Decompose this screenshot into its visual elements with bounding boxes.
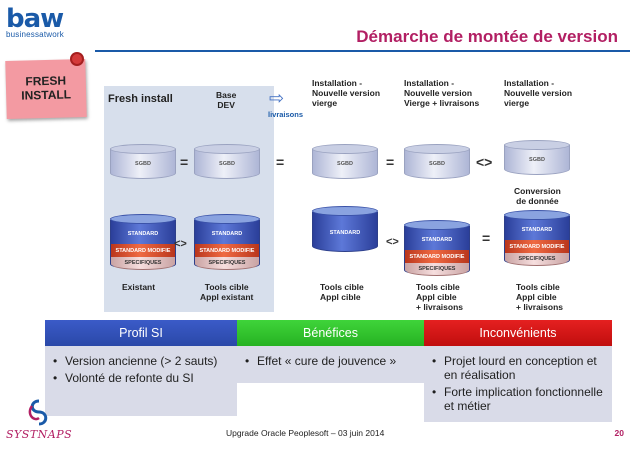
inconvenients-header: Inconvénients [424,320,612,346]
benefices-header: Bénéfices [237,320,424,346]
company-name: SYSTNAPS [6,428,73,441]
converted-db-stack: STANDARD STANDARD MODIFIE SPECIFIQUES [504,210,570,266]
profil-si-list: Version ancienne (> 2 sauts) Volonté de … [45,346,237,385]
inconvenients-box: Inconvénients Projet lourd en conception… [424,320,612,422]
equals-sign: = [180,154,189,170]
tools-target-db-stack: STANDARD STANDARD MODIFIE SPECIFIQUES [194,214,260,270]
inconvenients-list: Projet lourd en conception et en réalisa… [424,346,612,413]
existing-db-stack: STANDARD STANDARD MODIFIE SPECIFIQUES [110,214,176,270]
equals-sign: = [386,154,395,170]
page-number: 20 [614,428,624,438]
target-livraisons-db-stack: STANDARD STANDARD MODIFIE SPECIFIQUES [404,220,470,276]
slide-title: Démarche de montée de version [356,27,618,46]
livraisons-label: livraisons [268,110,304,119]
logo-word: baw [6,4,64,34]
not-equal-sign: <> [476,154,493,170]
list-item: Projet lourd en conception et en réalisa… [432,354,604,382]
list-item: Volonté de refonte du SI [53,371,229,385]
footer-text: Upgrade Oracle Peoplesoft – 03 juin 2014 [226,428,385,438]
list-item: Forte implication fonctionnelle et métie… [432,385,604,413]
logo-tagline: businessatwork [6,30,64,39]
list-item: Effet « cure de jouvence » [245,354,416,368]
note-line2: INSTALL [21,87,72,103]
fresh-install-note: FRESH INSTALL [5,58,87,120]
list-item: Version ancienne (> 2 sauts) [53,354,229,368]
not-equal-sign: <> [386,236,399,248]
benefices-list: Effet « cure de jouvence » [237,346,424,368]
sgbd-cylinder: SGBD [110,144,176,179]
existant-label: Existant [122,282,156,292]
title-divider [95,50,630,52]
not-equal-sign: <> [174,238,187,250]
blank-target-db-stack: STANDARD [312,206,378,252]
benefices-box: Bénéfices Effet « cure de jouvence » [237,320,424,383]
equals-sign: = [276,154,285,170]
baw-logo: baw businessatwork [6,6,84,40]
profil-si-box: Profil SI Version ancienne (> 2 sauts) V… [45,320,237,416]
systnaps-logo: SYSTNAPS [6,398,76,444]
equals-sign: = [482,230,491,246]
sgbd-cylinder: SGBD [312,144,378,179]
sgbd-cylinder: SGBD [194,144,260,179]
pin-icon [72,54,82,64]
profil-si-header: Profil SI [45,320,237,346]
sgbd-cylinder: SGBD [404,144,470,179]
sgbd-cylinder: SGBD [504,140,570,175]
swirl-icon [28,399,48,426]
fresh-install-label: Fresh install [108,93,173,105]
existing-panel [104,86,274,312]
delivery-arrow-icon: ⇨ [269,88,285,108]
